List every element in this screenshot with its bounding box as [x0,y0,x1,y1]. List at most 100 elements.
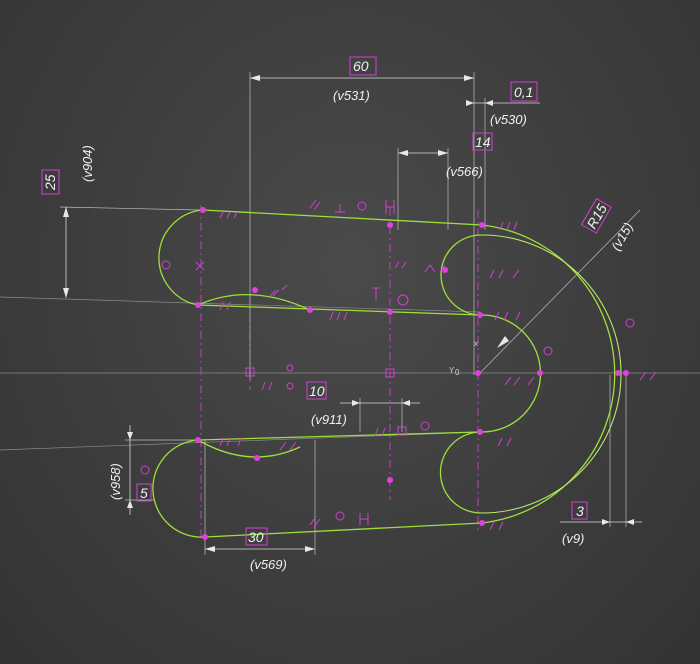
point[interactable] [387,309,393,315]
dim-10-var: (v911) [311,412,347,427]
dim-25-box [41,169,60,195]
parallel-icon [374,427,386,437]
inner-arc [481,314,542,433]
parallel-icon [219,437,242,447]
dim-3-var: (v9) [562,531,584,546]
dim-10-box [306,381,327,400]
tangent-icon [357,201,367,211]
arrow [402,400,410,406]
point[interactable] [537,370,543,376]
arrow [352,400,360,406]
dim-3[interactable]: 3 (v9) [562,501,588,546]
arrow [398,150,408,156]
constraint-glyphs [140,199,657,531]
point-square[interactable] [385,368,395,378]
arrow [438,150,448,156]
point[interactable] [479,520,485,526]
point[interactable] [387,477,393,483]
dim-25[interactable]: 25 [41,169,60,195]
cross-icon [195,261,205,271]
point[interactable] [307,307,313,313]
dim-60-box [349,56,377,76]
symmetry-icon [269,284,288,297]
dim-r15-box [580,197,612,234]
dim-5-value[interactable]: 5 [140,485,148,501]
top-slot-upper-line [202,209,483,226]
bottom-small-arc [439,431,483,514]
point[interactable] [479,222,485,228]
point[interactable] [615,370,621,376]
point[interactable] [387,222,393,228]
sketch-points[interactable] [195,207,629,540]
dim-5-box [136,483,152,502]
arrow [464,75,474,81]
ext-25-top [59,206,201,211]
point[interactable] [200,207,206,213]
parallel-icon [504,376,535,386]
arrow [250,75,260,81]
dim-60-value[interactable]: 60 [353,58,369,74]
tangent-icon [335,511,345,521]
arrow [497,336,509,348]
dim-14-value[interactable]: 14 [475,134,491,150]
horizontal-icon [372,287,380,300]
tangent-icon [397,294,409,306]
geometry [152,209,622,538]
dimension-lines [63,75,642,552]
dim-3-value[interactable]: 3 [576,503,584,519]
point[interactable] [252,287,258,293]
dim-60[interactable]: 60 (v531) [333,56,377,103]
arrow [305,546,315,552]
point[interactable] [202,534,208,540]
parallel-icon [489,521,504,531]
arrow [63,288,69,298]
parallel-icon [497,437,512,447]
point-square[interactable] [397,426,407,436]
outer-arc-offset [481,234,622,514]
dim-5-var: (v958) [108,463,123,500]
dim-30-var: (v569) [250,557,287,572]
dim-30-box [245,527,268,546]
dim-r15-var: (v15) [608,220,636,253]
point[interactable] [195,302,201,308]
dim-01[interactable]: 0,1 (v530) [490,81,538,127]
coincident-icon [286,382,294,390]
arrow [63,207,69,217]
origin-x-label: x [474,339,478,348]
perpendicular-icon [335,204,345,213]
point[interactable] [477,429,483,435]
point[interactable] [254,455,260,461]
origin-point[interactable] [475,370,481,376]
point[interactable] [195,437,201,443]
dim-10[interactable]: 10 (v911) [306,381,347,427]
origin-y-label: Y [449,366,455,375]
point[interactable] [442,267,448,273]
dim-30[interactable]: 30 (v569) [245,527,287,572]
dim-01-value[interactable]: 0,1 [514,84,533,100]
tangent-icon [625,318,635,328]
dim-14-box [472,132,493,151]
dim-r15[interactable]: R15 [580,197,612,234]
dim-3-box [571,501,588,520]
dim-25-value[interactable]: 25 [42,174,58,191]
point-square[interactable] [245,367,255,377]
parallel-icon [489,269,504,279]
horizontal-icon [359,513,369,525]
dim-r15-var-group: (v15) [608,220,636,253]
dim-60-var: (v531) [333,88,370,103]
point[interactable] [477,312,483,318]
parallel-icon [261,381,273,391]
dim-10-value[interactable]: 10 [309,383,325,399]
arrow [205,546,215,552]
parallel-icon [219,301,231,311]
top-slot-inner-curve [197,293,311,311]
dim-5-var-group: (v958) [108,463,123,500]
dim-14[interactable]: 14 (v566) [446,132,493,179]
outer-arc [481,224,616,524]
point[interactable] [623,370,629,376]
bottom-slot-left-arc [152,439,206,538]
dim-30-value[interactable]: 30 [248,529,264,545]
coincident-icon [286,364,294,372]
dim-5[interactable]: 5 [136,483,152,502]
